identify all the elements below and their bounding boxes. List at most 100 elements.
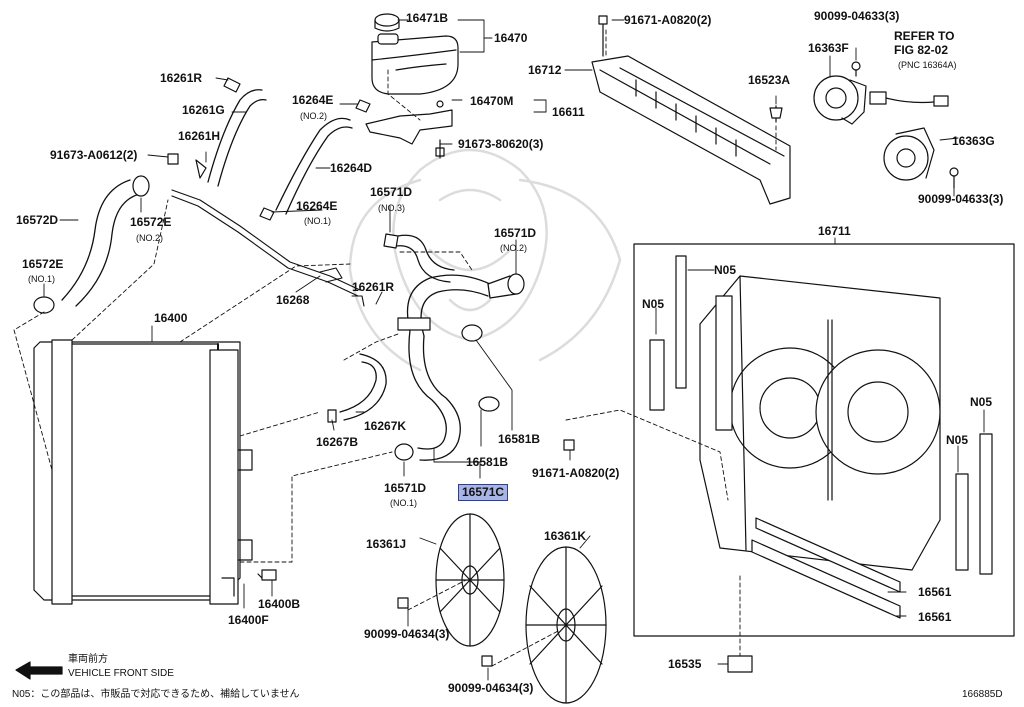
callout-16261H: 16261H (178, 129, 221, 143)
clamp-16261R (223, 77, 241, 93)
front-side-jp-label: 車両前方 (68, 654, 108, 665)
callout-n05-c: N05 (970, 395, 993, 409)
callout-16361K: 16361K (544, 529, 587, 543)
callout-16470: 16470 (494, 31, 528, 45)
callout-no1-a: (NO.1) (304, 216, 331, 226)
clamp-16581B-b (478, 396, 500, 412)
fan-shroud-16711 (699, 275, 941, 571)
callout-16523A: 16523A (748, 73, 791, 87)
callout-no3: (NO.3) (378, 203, 405, 213)
fan-motor-upper (813, 61, 949, 125)
callout-16471B: 16471B (406, 11, 449, 25)
callout-16470M: 16470M (470, 94, 514, 108)
callout-90099-633-top: 90099-04633(3) (814, 9, 900, 23)
callout-16400: 16400 (154, 311, 188, 325)
refer-pnc-label: (PNC 16364A) (898, 60, 957, 70)
clamp-16264E-no2 (355, 99, 371, 113)
refer-fig-label: FIG 82-02 (894, 43, 949, 57)
callout-n05-a: N05 (714, 263, 737, 277)
callout-16611: 16611 (552, 105, 585, 119)
hose-lower-16571C (408, 329, 461, 461)
clamp-16571D-no1 (394, 443, 414, 461)
callout-16571D-no3: 16571D (370, 185, 413, 199)
callout-16400F: 16400F (228, 613, 269, 627)
callout-16561-a: 16561 (918, 585, 952, 599)
dashed-connections (13, 29, 777, 667)
callout-16571D-no1: 16571D (384, 481, 427, 495)
clamp-16264E-no1 (259, 207, 275, 221)
hose-16264D (275, 117, 353, 215)
hose-16267K (339, 353, 387, 421)
callout-16581B-b: 16581B (466, 455, 509, 469)
seals-n05 (649, 255, 993, 575)
callout-16261G: 16261G (182, 103, 225, 117)
watermark-emblem (348, 148, 622, 372)
callout-16363F: 16363F (808, 41, 849, 55)
callout-16261R-b: 16261R (352, 280, 395, 294)
fan-16361J (435, 513, 505, 647)
callout-91673-80620: 91673-80620(3) (458, 137, 544, 151)
callout-90099-634-b: 90099-04634(3) (448, 681, 534, 695)
pipe-16268 (171, 189, 365, 307)
callout-90099-634-a: 90099-04634(3) (364, 627, 450, 641)
diagram-id: 166885D (962, 689, 1003, 700)
callout-16363G: 16363G (952, 134, 995, 148)
bolts (167, 153, 753, 673)
callout-91671-mid: 91671-A0820(2) (532, 466, 620, 480)
callout-16572E-no2: 16572E (130, 215, 172, 229)
callout-16571D-no2: 16571D (494, 226, 537, 240)
hose-16572D (61, 179, 141, 307)
front-arrow-icon (15, 661, 63, 680)
callout-16712: 16712 (528, 63, 562, 77)
callout-16268: 16268 (276, 293, 310, 307)
refer-to-label: REFER TO (894, 29, 955, 43)
clamp-16572E-no1 (33, 296, 55, 314)
rubber-mount-16523A (769, 105, 783, 123)
callout-91671-top: 91671-A0820(2) (624, 13, 712, 27)
fan-motor-lower (883, 127, 959, 189)
upper-support (591, 15, 791, 205)
callout-16267K: 16267K (364, 419, 407, 433)
callout-no2-b: (NO.2) (136, 233, 163, 243)
callout-no2-c: (NO.2) (500, 243, 527, 253)
leader-lines (43, 19, 985, 681)
callout-16572D: 16572D (16, 213, 59, 227)
front-side-en-label: VEHICLE FRONT SIDE (68, 668, 174, 679)
callout-no2-a: (NO.2) (300, 111, 327, 121)
callout-16561-b: 16561 (918, 610, 952, 624)
callout-16264E-b: 16264E (296, 199, 338, 213)
callout-no1-c: (NO.1) (390, 498, 417, 508)
clamp-16581B-a (461, 324, 483, 342)
callout-n05-b: N05 (642, 297, 665, 311)
callout-16400B: 16400B (258, 597, 301, 611)
callout-16261R-top: 16261R (160, 71, 203, 85)
clamp-16571D-no2 (507, 273, 525, 295)
callout-16711: 16711 (818, 224, 851, 238)
reservoir-tank (371, 13, 459, 95)
callout-91673-A0612: 91673-A0612(2) (50, 148, 138, 162)
callout-16267B: 16267B (316, 435, 359, 449)
hose-16261G (207, 89, 267, 187)
tank-bracket (365, 100, 453, 159)
callout-16535: 16535 (668, 657, 702, 671)
clamp-16267B (327, 409, 337, 423)
clamp-16261H (195, 159, 207, 179)
fan-16361K (525, 546, 607, 704)
callout-16572E-no1: 16572E (22, 257, 64, 271)
clamp-16572E-no2 (132, 175, 150, 197)
radiator-16400 (33, 339, 277, 605)
callout-16264D: 16264D (330, 161, 373, 175)
clamp-16571D-no3 (383, 233, 399, 249)
callout-n05-d: N05 (946, 433, 969, 447)
shroud-frame-box (633, 243, 1015, 637)
callout-16361J: 16361J (366, 537, 407, 551)
callout-16264E-top: 16264E (292, 93, 334, 107)
callout-no1-b: (NO.1) (28, 274, 55, 284)
bracket-16581B-upper (397, 317, 431, 331)
callout-16581B-a: 16581B (498, 432, 541, 446)
callout-90099-633-right: 90099-04633(3) (918, 192, 1004, 206)
footnote-n05: N05：この部品は、市販品で対応できるため、補給していません (12, 689, 300, 700)
callout-16571C-highlighted: 16571C (458, 484, 509, 501)
